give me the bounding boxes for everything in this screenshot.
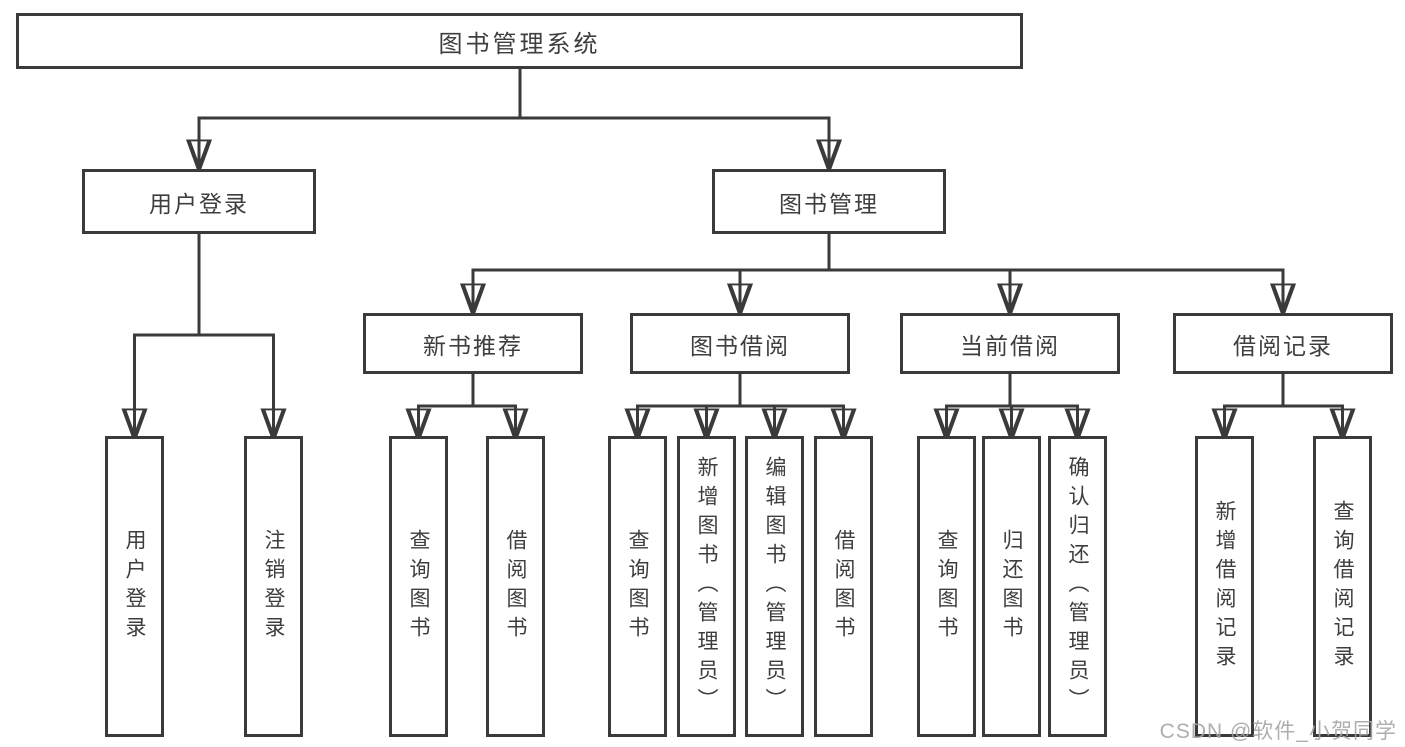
leaf-borrow-query-book-label: 查询图书: [626, 528, 649, 645]
node-borrow-records-label: 借阅记录: [1233, 332, 1333, 359]
leaf-logout: 注销登录: [244, 436, 303, 737]
leaf-query-borrow-record-label: 查询借阅记录: [1331, 499, 1354, 674]
leaf-query-borrow-record: 查询借阅记录: [1313, 436, 1372, 737]
leaf-edit-book-admin: 编辑图书（管理员）: [745, 436, 804, 737]
node-user-login-branch: 用户登录: [82, 169, 316, 234]
node-user-login-branch-label: 用户登录: [149, 190, 249, 217]
watermark: CSDN @软件_小贺同学: [1159, 720, 1397, 743]
leaf-user-login-label: 用户登录: [123, 528, 146, 645]
connector-recommend-to-leaves: [419, 372, 516, 439]
leaf-add-borrow-record-label: 新增借阅记录: [1213, 499, 1236, 674]
node-root-label: 图书管理系统: [438, 30, 601, 58]
node-current-borrow-label: 当前借阅: [960, 332, 1060, 359]
leaf-return-book-label: 归还图书: [1000, 528, 1023, 645]
leaf-logout-label: 注销登录: [262, 528, 285, 645]
leaf-edit-book-admin-label: 编辑图书（管理员）: [763, 456, 786, 717]
node-borrow-records: 借阅记录: [1173, 313, 1393, 374]
leaf-return-book: 归还图书: [982, 436, 1041, 737]
node-current-borrow: 当前借阅: [900, 313, 1120, 374]
node-book-management-label: 图书管理: [779, 190, 879, 217]
leaf-borrow-book: 借阅图书: [814, 436, 873, 737]
node-new-book-recommend: 新书推荐: [363, 313, 583, 374]
leaf-add-borrow-record: 新增借阅记录: [1195, 436, 1254, 737]
leaf-recommend-query-book-label: 查询图书: [407, 528, 430, 645]
leaf-confirm-return-admin-label: 确认归还（管理员）: [1066, 456, 1089, 717]
connector-root-to-level2: [199, 67, 829, 170]
leaf-add-book-admin-label: 新增图书（管理员）: [695, 456, 718, 717]
connector-current-to-leaves: [947, 372, 1078, 439]
leaf-recommend-borrow-book: 借阅图书: [486, 436, 545, 737]
connector-user-to-leaves: [135, 232, 274, 439]
node-book-management: 图书管理: [712, 169, 946, 234]
leaf-borrow-book-label: 借阅图书: [832, 528, 855, 645]
leaf-current-query-book-label: 查询图书: [935, 528, 958, 645]
connector-borrow-to-leaves: [638, 372, 844, 439]
leaf-borrow-query-book: 查询图书: [608, 436, 667, 737]
node-root: 图书管理系统: [16, 13, 1023, 69]
leaf-add-book-admin: 新增图书（管理员）: [677, 436, 736, 737]
leaf-user-login: 用户登录: [105, 436, 164, 737]
leaf-current-query-book: 查询图书: [917, 436, 976, 737]
connector-book-to-sections: [473, 232, 1283, 314]
leaf-recommend-borrow-book-label: 借阅图书: [504, 528, 527, 645]
node-book-borrow: 图书借阅: [630, 313, 850, 374]
node-book-borrow-label: 图书借阅: [690, 332, 790, 359]
node-new-book-recommend-label: 新书推荐: [423, 332, 523, 359]
leaf-confirm-return-admin: 确认归还（管理员）: [1048, 436, 1107, 737]
leaf-recommend-query-book: 查询图书: [389, 436, 448, 737]
connector-records-to-leaves: [1225, 372, 1343, 439]
